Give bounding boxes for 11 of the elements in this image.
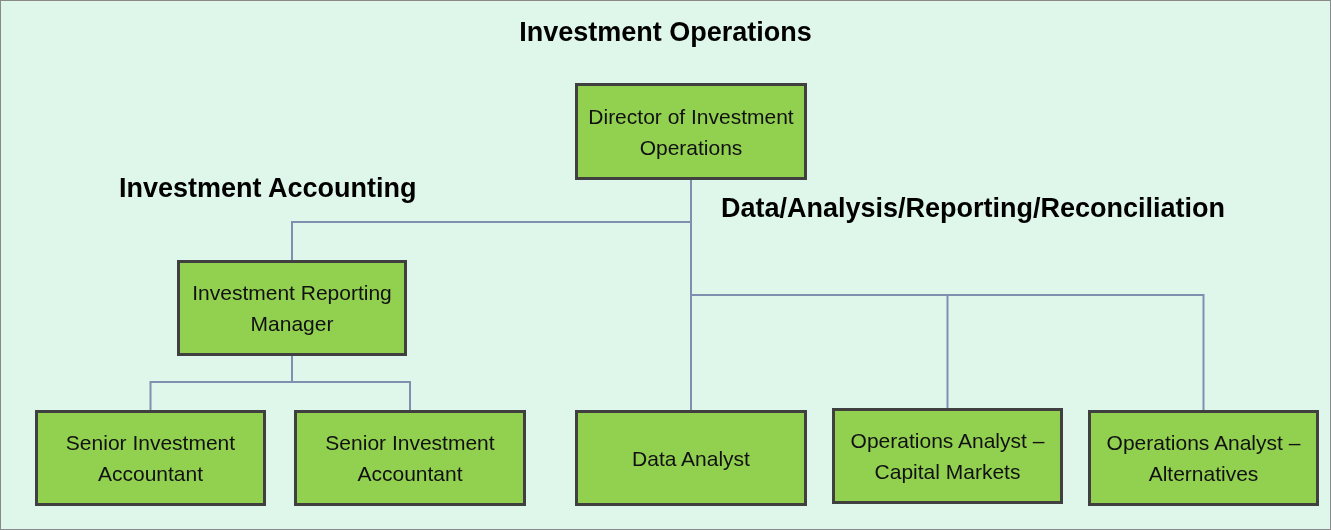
role-box: Operations Analyst – Capital Markets: [832, 408, 1063, 504]
section-heading: Investment Accounting: [119, 173, 417, 204]
role-box: Director of Investment Operations: [575, 83, 807, 180]
role-box: Investment Reporting Manager: [177, 260, 407, 356]
diagram-title: Investment Operations: [518, 17, 813, 48]
connector-line: [291, 355, 411, 411]
role-box: Senior Investment Accountant: [294, 410, 526, 506]
role-box: Operations Analyst – Alternatives: [1088, 410, 1319, 506]
role-box: Data Analyst: [575, 410, 807, 506]
section-heading: Data/Analysis/Reporting/Reconciliation: [721, 193, 1226, 224]
role-box: Senior Investment Accountant: [35, 410, 266, 506]
